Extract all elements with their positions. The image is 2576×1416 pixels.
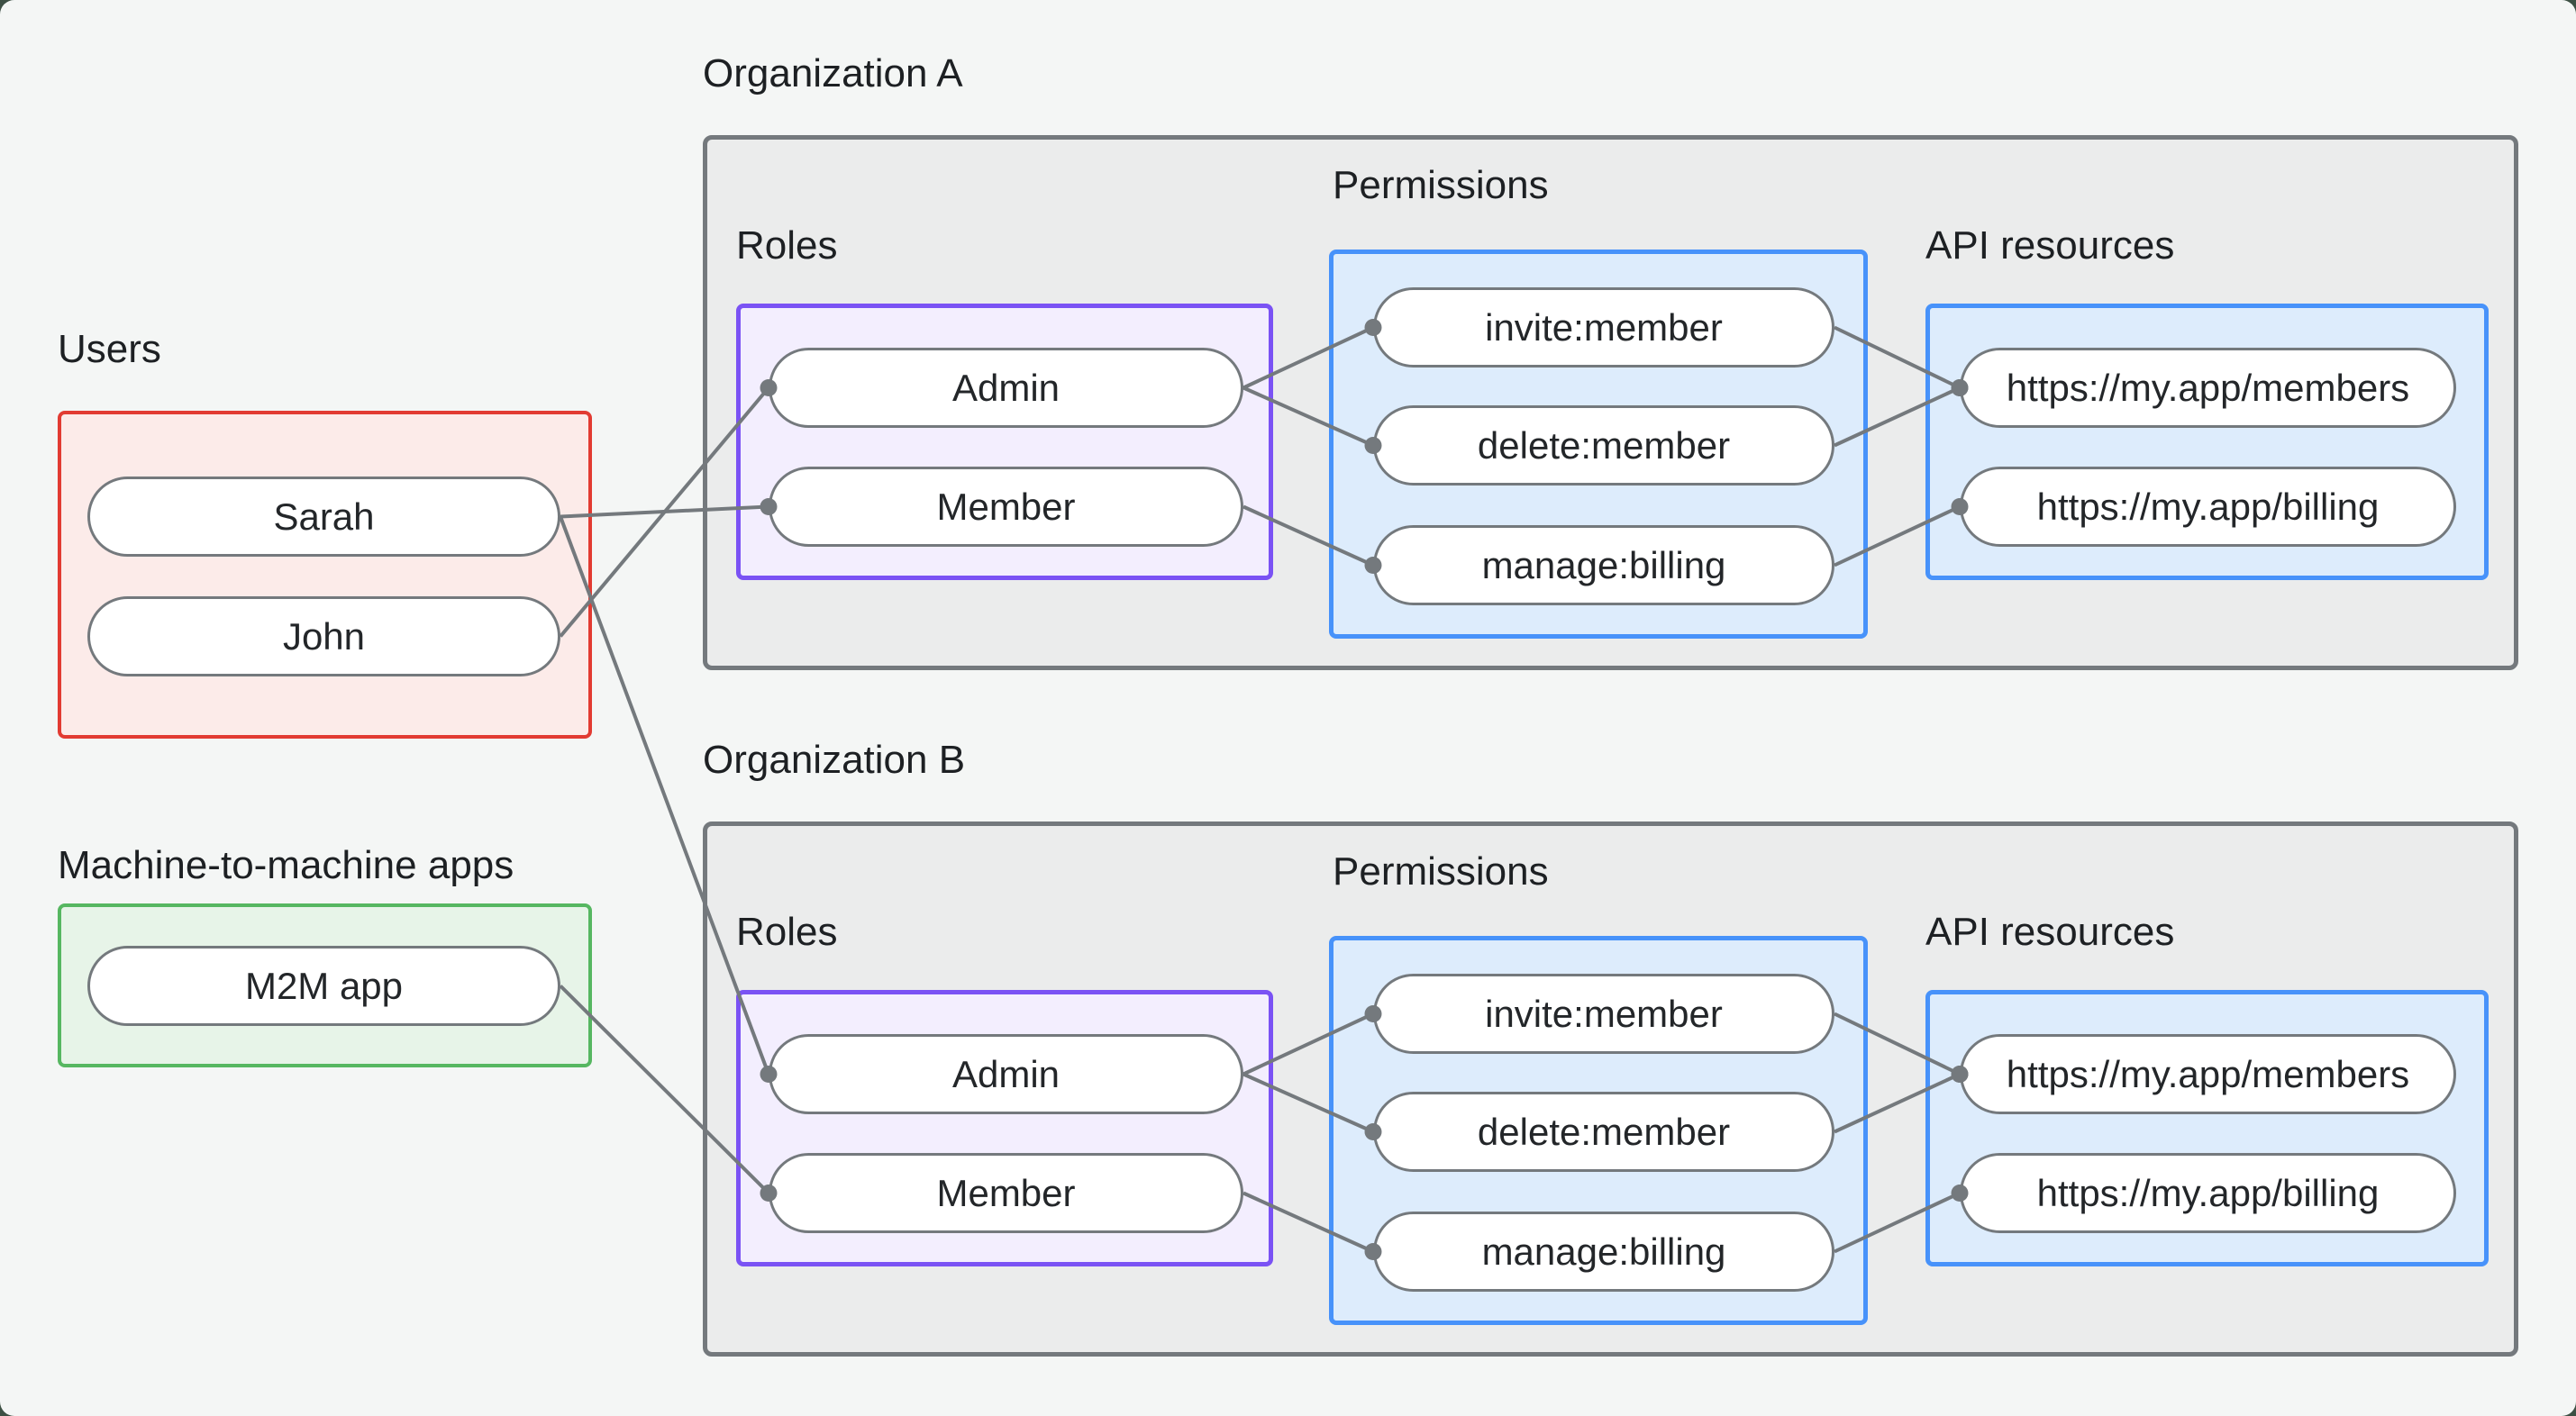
permission-label: manage:billing xyxy=(1481,1230,1726,1273)
org-b-api-resource-members: https://my.app/members xyxy=(1960,1034,2456,1114)
org-a-title: Organization A xyxy=(703,51,963,95)
org-b-permissions-label: Permissions xyxy=(1333,849,1549,894)
users-group-title: Users xyxy=(58,327,161,371)
permission-label: invite:member xyxy=(1485,305,1723,349)
api-resource-label: https://my.app/members xyxy=(2006,366,2410,409)
org-a-permission-invite-member: invite:member xyxy=(1373,287,1834,368)
org-a-permission-delete-member: delete:member xyxy=(1373,405,1834,486)
role-label: Member xyxy=(936,1171,1076,1214)
org-a-permissions-label: Permissions xyxy=(1333,163,1549,207)
permission-label: delete:member xyxy=(1477,423,1731,467)
org-b-api-resource-billing: https://my.app/billing xyxy=(1960,1153,2456,1233)
org-b-role-admin: Admin xyxy=(769,1034,1243,1114)
org-b-permission-delete-member: delete:member xyxy=(1373,1092,1834,1172)
api-resource-label: https://my.app/billing xyxy=(2036,485,2380,528)
api-resource-label: https://my.app/billing xyxy=(2036,1171,2380,1214)
user-node-sarah: Sarah xyxy=(87,477,560,557)
org-b-permission-invite-member: invite:member xyxy=(1373,974,1834,1054)
role-label: Member xyxy=(936,485,1076,528)
org-a-role-admin: Admin xyxy=(769,348,1243,428)
org-a-api-resource-billing: https://my.app/billing xyxy=(1960,467,2456,547)
user-node-john: John xyxy=(87,596,560,676)
m2m-node-label: M2M app xyxy=(244,964,404,1007)
permission-label: delete:member xyxy=(1477,1110,1731,1153)
api-resource-label: https://my.app/members xyxy=(2006,1052,2410,1095)
org-b-api-resources-label: API resources xyxy=(1925,910,2175,954)
role-label: Admin xyxy=(951,1052,1060,1095)
org-b-roles-label: Roles xyxy=(736,910,838,954)
org-b-permission-manage-billing: manage:billing xyxy=(1373,1212,1834,1292)
role-label: Admin xyxy=(951,366,1060,409)
users-group-box xyxy=(58,411,592,739)
permission-label: invite:member xyxy=(1485,992,1723,1035)
org-a-roles-label: Roles xyxy=(736,223,838,268)
permission-label: manage:billing xyxy=(1481,543,1726,586)
m2m-app-node: M2M app xyxy=(87,946,560,1026)
org-a-api-resources-label: API resources xyxy=(1925,223,2175,268)
m2m-group-title: Machine-to-machine apps xyxy=(58,843,514,887)
org-a-role-member: Member xyxy=(769,467,1243,547)
org-b-title: Organization B xyxy=(703,738,966,782)
org-a-api-resource-members: https://my.app/members xyxy=(1960,348,2456,428)
user-node-label: John xyxy=(282,614,366,658)
user-node-label: Sarah xyxy=(273,495,375,538)
org-a-permission-manage-billing: manage:billing xyxy=(1373,525,1834,605)
org-b-role-member: Member xyxy=(769,1153,1243,1233)
